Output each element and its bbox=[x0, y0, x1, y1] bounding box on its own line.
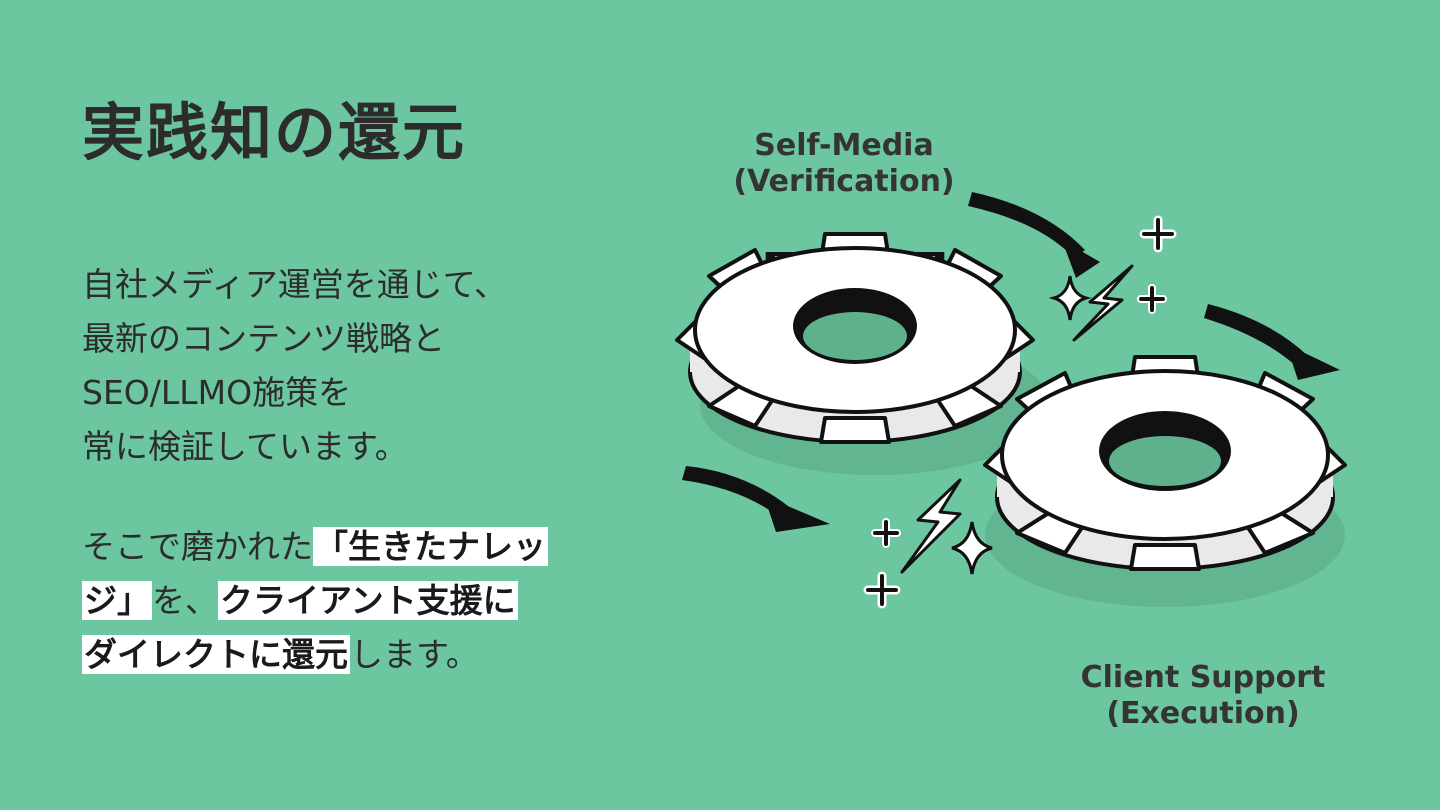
intro-line-3: SEO/LLMO施策を bbox=[82, 373, 352, 412]
knowledge-text: します。 bbox=[350, 635, 479, 674]
plus-icon bbox=[863, 215, 1177, 609]
knowledge-line-2: ジ」を、クライアント支援に bbox=[82, 574, 548, 628]
highlight-living-knowledge: 「生きたナレッ bbox=[313, 527, 548, 566]
sparkle-icon bbox=[951, 275, 1092, 575]
self-media-label-line-1: Self-Media bbox=[754, 128, 934, 163]
highlight-client-support: クライアント支援に bbox=[218, 581, 518, 620]
lightning-icon bbox=[1072, 264, 1134, 342]
arrow-icon bbox=[968, 192, 1100, 278]
client-support-label-line-1: Client Support bbox=[1080, 660, 1326, 695]
intro-line-1: 自社メディア運営を通じて、 bbox=[82, 265, 508, 304]
lightning-icon bbox=[900, 478, 962, 574]
knowledge-paragraph: そこで磨かれた「生きたナレッ ジ」を、クライアント支援に ダイレクトに還元します… bbox=[82, 520, 548, 682]
self-media-label: Self-Media (Verification) bbox=[724, 128, 964, 200]
knowledge-line-3: ダイレクトに還元します。 bbox=[82, 628, 548, 682]
client-support-label-line-2: (Execution) bbox=[1106, 696, 1300, 731]
arrow-icon bbox=[682, 466, 830, 532]
intro-line-4: 常に検証しています。 bbox=[82, 427, 408, 466]
intro-line-2: 最新のコンテンツ戦略と bbox=[82, 319, 445, 358]
gears-illustration bbox=[675, 192, 1347, 609]
gear-icon bbox=[675, 232, 1035, 444]
self-media-label-line-2: (Verification) bbox=[733, 164, 955, 199]
client-support-label: Client Support (Execution) bbox=[1058, 660, 1348, 732]
arrow-icon bbox=[1204, 304, 1340, 380]
gear-icon bbox=[983, 355, 1347, 571]
slide-title: 実践知の還元 bbox=[82, 96, 467, 169]
highlight-living-knowledge-end: ジ」 bbox=[82, 581, 152, 620]
knowledge-text: を、 bbox=[152, 581, 218, 620]
knowledge-text: そこで磨かれた bbox=[82, 527, 313, 566]
knowledge-line-1: そこで磨かれた「生きたナレッ bbox=[82, 520, 548, 574]
intro-paragraph: 自社メディア運営を通じて、 最新のコンテンツ戦略と SEO/LLMO施策を 常に… bbox=[82, 258, 507, 474]
highlight-direct-return: ダイレクトに還元 bbox=[82, 635, 350, 674]
